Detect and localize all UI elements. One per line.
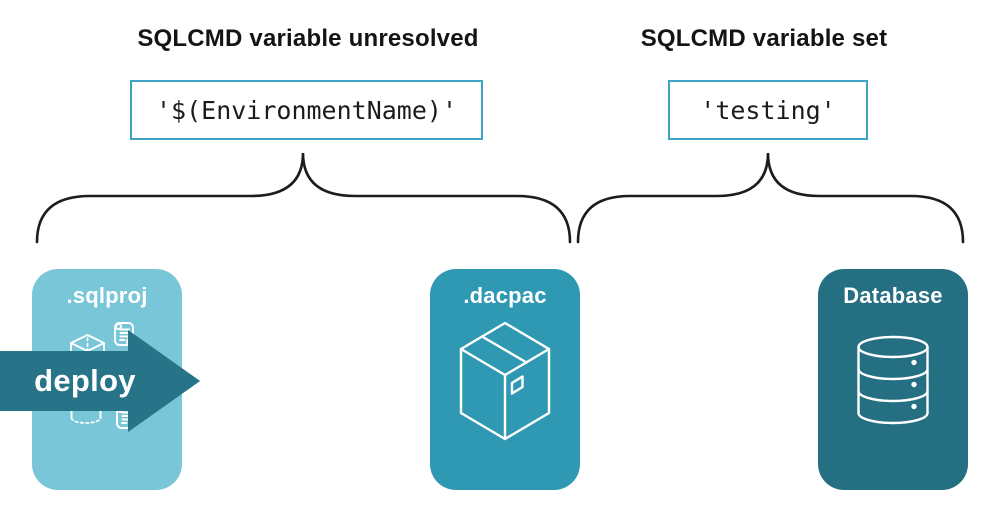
deploy-arrow: deploy: [0, 330, 200, 432]
database-icon: [857, 335, 929, 425]
node-database-label: Database: [843, 283, 943, 308]
node-dacpac: .dacpac: [430, 269, 580, 490]
deploy-arrow-shape: [0, 330, 200, 432]
node-sqlproj-label: .sqlproj: [66, 283, 148, 308]
deploy-arrow-label: deploy: [34, 363, 136, 398]
node-database: Database: [818, 269, 968, 490]
code-text-set: 'testing': [700, 95, 836, 125]
left-brace: [35, 152, 572, 244]
heading-sqlcmd-unresolved: SQLCMD variable unresolved: [137, 25, 479, 52]
heading-sqlcmd-set: SQLCMD variable set: [640, 25, 888, 52]
package-icon: [459, 321, 551, 441]
code-text-unresolved: '$(EnvironmentName)': [155, 95, 458, 125]
code-box-unresolved: '$(EnvironmentName)': [130, 80, 483, 140]
node-dacpac-label: .dacpac: [463, 283, 547, 308]
package-label-tag: [510, 375, 524, 395]
code-box-set: 'testing': [668, 80, 868, 140]
right-brace: [576, 152, 965, 244]
